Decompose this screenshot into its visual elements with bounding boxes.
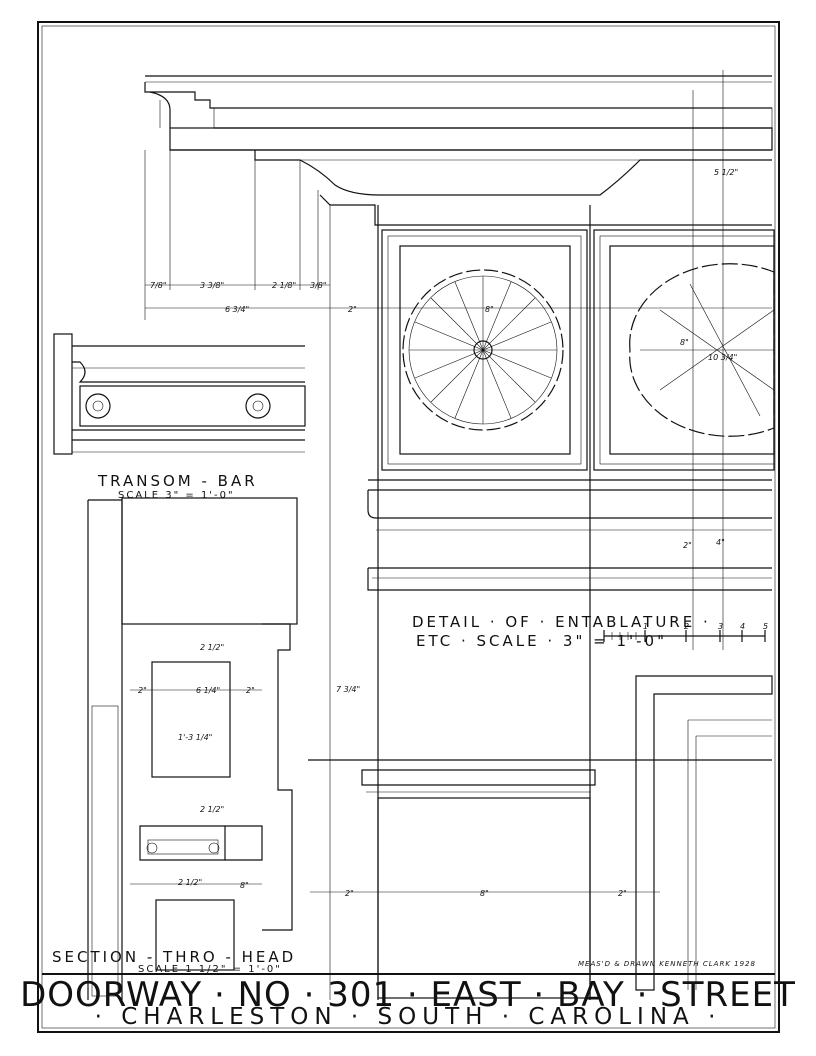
- title-line-1: DOORWAY · NO · 301 · EAST · BAY · STREET: [20, 975, 796, 1015]
- section-head-detail: [87, 497, 298, 1000]
- transom-bar-scale: SCALE 3" = 1'-0": [118, 490, 235, 501]
- title-block: DOORWAY · NO · 301 · EAST · BAY · STREET…: [20, 973, 796, 1030]
- architrave-bands: [367, 479, 772, 591]
- dimension-labels: 7/8" 3 3/8" 2 1/8" 3/8" 6 3/4" 2" 8" 10 …: [138, 168, 738, 898]
- dim-2-1-8: 2 1/8": [272, 281, 296, 290]
- title-line-2: · CHARLESTON · SOUTH · CAROLINA ·: [95, 1004, 722, 1030]
- section-head-scale: SCALE 1 1/2" = 1'-0": [138, 964, 282, 975]
- dim-8-section: 8": [240, 881, 249, 890]
- graphic-scale-bar: 1 2 3 4 5: [603, 622, 768, 642]
- entablature-caption-line2: ETC · SCALE · 3" = 1'-0": [416, 632, 667, 650]
- sunburst-rosette-right: [629, 263, 775, 437]
- dim-2-section: 2": [138, 686, 147, 695]
- dim-4: 4": [716, 538, 725, 547]
- drawing-credit: MEAS'D & DRAWN KENNETH CLARK 1928: [578, 960, 756, 968]
- dim-8-base: 8": [480, 889, 489, 898]
- dim-10-3-4: 10 3/4": [708, 353, 737, 362]
- horizontal-dimension-lines: [144, 150, 772, 893]
- transom-bar-caption: TRANSOM - BAR: [97, 472, 258, 490]
- scale-tick-2: 2: [684, 622, 689, 631]
- transom-bar-detail: [53, 333, 306, 455]
- scale-tick-5: 5: [763, 622, 768, 631]
- dim-8-vertical: 8": [680, 338, 689, 347]
- entablature-caption-line1: DETAIL · OF · ENTABLATURE ·: [412, 613, 711, 631]
- dim-2-1-2-top: 2 1/2": [200, 643, 224, 652]
- outer-border: [37, 21, 780, 1033]
- vertical-dimension-line: [692, 70, 724, 650]
- dim-5-1-2: 5 1/2": [714, 168, 738, 177]
- pilaster-base: [308, 759, 772, 999]
- dim-3-3-8: 3 3/8": [200, 281, 224, 290]
- dim-8: 8": [485, 305, 494, 314]
- sunburst-rosette-left: [402, 269, 564, 431]
- dim-7-8: 7/8": [150, 281, 167, 290]
- scale-tick-4: 4: [740, 622, 745, 631]
- dim-2-vertical: 2": [683, 541, 692, 550]
- dim-2-section-right: 2": [246, 686, 255, 695]
- dim-2: 2": [348, 305, 357, 314]
- dim-7-3-4: 7 3/4": [336, 685, 360, 694]
- dim-3-8: 3/8": [310, 281, 327, 290]
- dim-2-base-right: 2": [618, 889, 627, 898]
- dim-2-base-left: 2": [345, 889, 354, 898]
- dim-2-1-2-mid: 2 1/2": [200, 805, 224, 814]
- dim-6-3-4: 6 3/4": [225, 305, 249, 314]
- dim-6-1-4: 6 1/4": [196, 686, 220, 695]
- scale-tick-3: 3: [718, 622, 723, 631]
- dim-1-3-1-4: 1'-3 1/4": [178, 733, 212, 742]
- scale-tick-1: 1: [643, 622, 648, 631]
- cornice: [144, 75, 773, 196]
- inner-border: [41, 25, 776, 1029]
- dim-2-1-2-low: 2 1/2": [178, 878, 202, 887]
- section-head-caption: SECTION - THRO - HEAD: [52, 948, 296, 966]
- frieze-panel-left: [381, 229, 588, 471]
- door-frame-section: [635, 675, 773, 991]
